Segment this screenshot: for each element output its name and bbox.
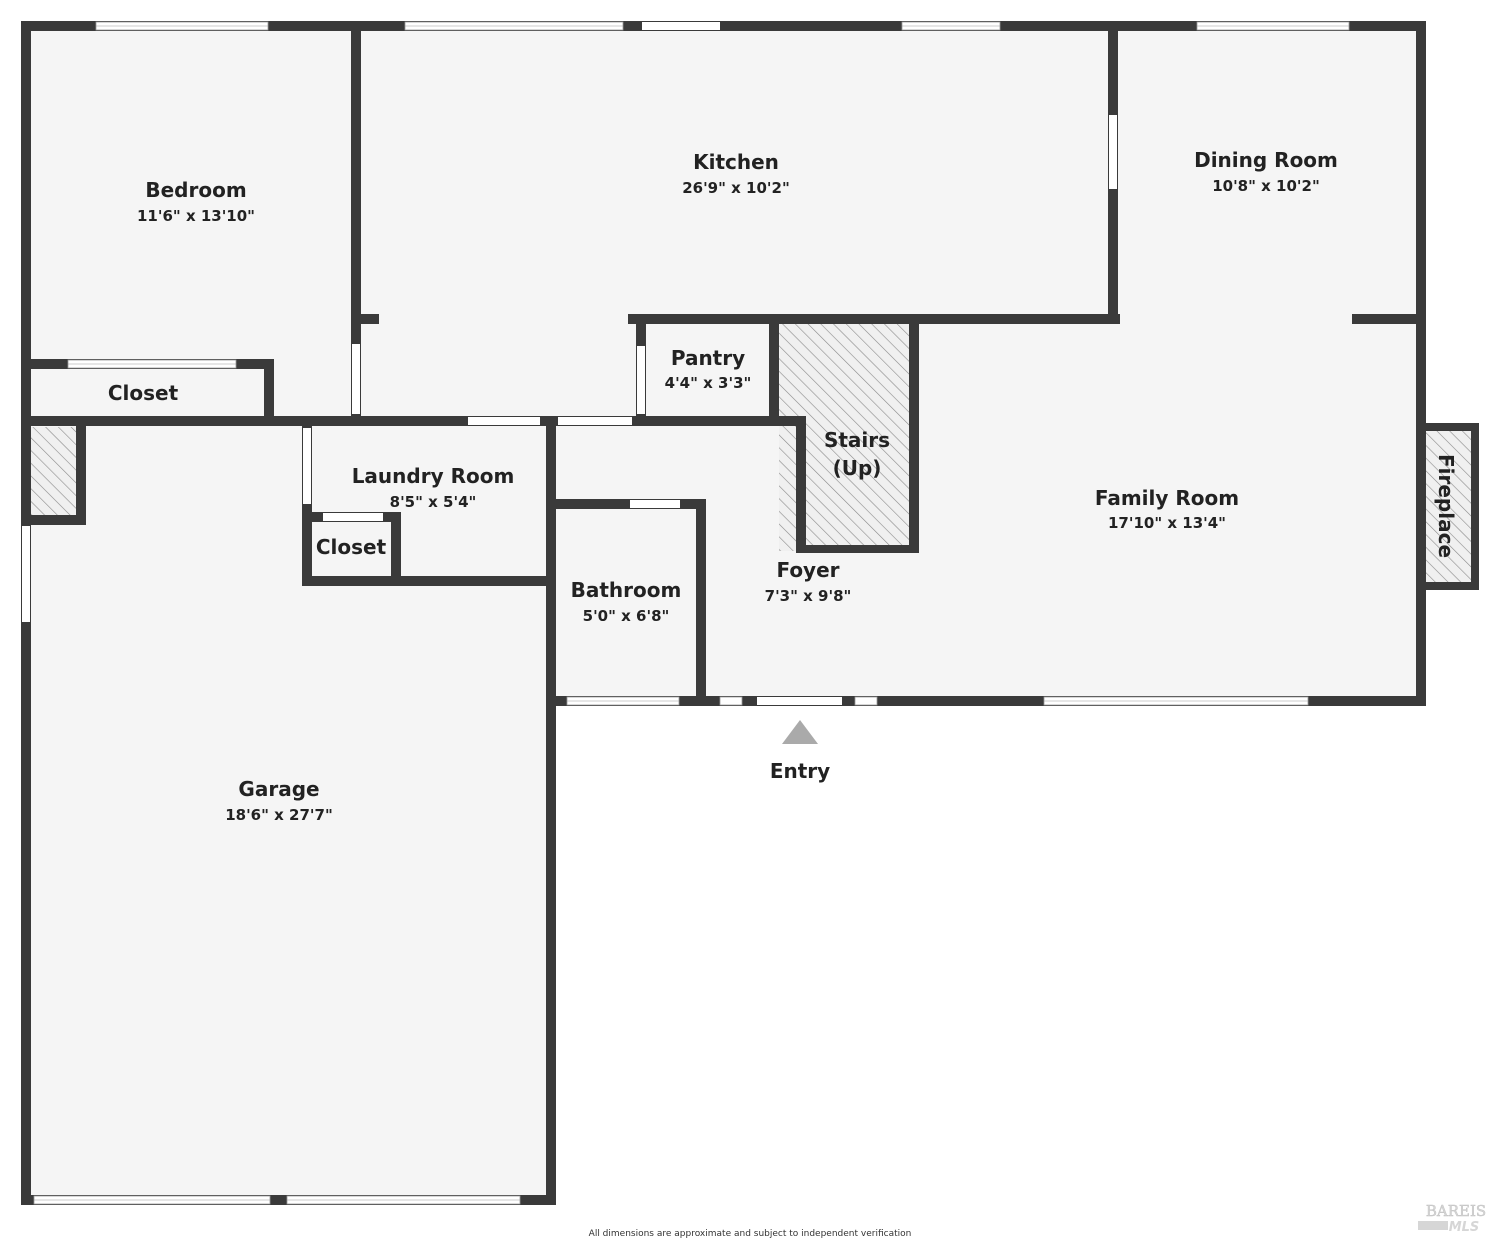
laundry-room-name: Laundry Room [352, 464, 515, 488]
wall-kitchen-bottom [628, 314, 1120, 324]
entry-door [757, 697, 842, 705]
wall-top [21, 21, 1426, 31]
wall-pantry-right [769, 314, 779, 426]
stairs-name: Stairs [824, 428, 890, 452]
foyer-family-floor [551, 421, 1420, 701]
wall-stairs-bottom [796, 545, 919, 553]
laundry-closet-name: Closet [316, 535, 387, 559]
bareis-mls-logo: BAREIS MLS [1418, 1202, 1486, 1235]
opening [468, 417, 540, 425]
logo-text: BAREIS [1426, 1202, 1486, 1220]
garage-floor [26, 421, 551, 1201]
fireplace-name: Fireplace [1434, 454, 1458, 558]
wall-dining-stub [1352, 314, 1422, 324]
wall-fireplace-bottom [1421, 582, 1479, 590]
wall-front [556, 696, 1426, 706]
opening [558, 417, 632, 425]
entry-label: Entry [770, 759, 830, 783]
opening [323, 513, 383, 521]
kitchen-dim: 26'9" x 10'2" [682, 179, 790, 197]
window-lines [34, 25, 1349, 1201]
bedroom-dim: 11'6" x 13'10" [137, 207, 255, 225]
bedroom-name: Bedroom [145, 178, 246, 202]
opening [352, 344, 360, 414]
window [719, 696, 743, 706]
family-room-name: Family Room [1095, 486, 1239, 510]
stairs-sub: (Up) [833, 456, 882, 480]
bedroom-closet-name: Closet [108, 381, 179, 405]
window [854, 696, 878, 706]
wall-laundry-closet-right [391, 512, 401, 584]
disclaimer-note: All dimensions are approximate and subje… [588, 1229, 912, 1239]
wall-fireplace-top [1421, 423, 1479, 431]
opening [22, 526, 30, 622]
garage-name: Garage [238, 777, 319, 801]
kitchen-name: Kitchen [693, 150, 779, 174]
garage-storage-hatch [30, 427, 80, 519]
wall-bedroom-kitchen [351, 26, 361, 421]
family-room-dim: 17'10" x 13'4" [1108, 514, 1226, 532]
entry-arrow-icon [782, 720, 818, 744]
dining-room-name: Dining Room [1194, 148, 1338, 172]
opening [1109, 115, 1117, 189]
wall-stairs-right [909, 314, 919, 553]
logo-text-mls: MLS [1449, 1220, 1480, 1235]
bathroom-name: Bathroom [571, 578, 682, 602]
garage-dim: 18'6" x 27'7" [225, 806, 333, 824]
wall-stairs-left [796, 416, 806, 553]
foyer-dim: 7'3" x 9'8" [765, 587, 852, 605]
room-labels: Bedroom 11'6" x 13'10" Kitchen 26'9" x 1… [108, 148, 1458, 824]
wall-middle [21, 416, 801, 426]
opening [642, 22, 720, 30]
wall-fireplace-right [1471, 423, 1479, 590]
pantry-name: Pantry [671, 346, 745, 370]
wall-storage-right [76, 421, 86, 525]
dining-room-dim: 10'8" x 10'2" [1212, 177, 1320, 195]
laundry-room-dim: 8'5" x 5'4" [390, 493, 477, 511]
foyer-name: Foyer [776, 558, 839, 582]
wall-right [1416, 21, 1426, 706]
pantry-dim: 4'4" x 3'3" [665, 374, 752, 392]
wall-bath-top [551, 499, 706, 509]
fireplace-hatch [1425, 429, 1473, 584]
wall-garage-right [546, 421, 556, 1205]
opening [637, 346, 645, 414]
wall-kitchen-stub [361, 314, 379, 324]
opening [630, 500, 680, 508]
logo-bar [1418, 1221, 1448, 1230]
upper-floor [26, 26, 1420, 421]
wall-laundry-bottom [302, 576, 551, 586]
bathroom-dim: 5'0" x 6'8" [583, 607, 670, 625]
opening [303, 428, 311, 504]
floor-areas [26, 26, 1420, 1201]
wall-bath-right [696, 499, 706, 706]
wall-closet-right [264, 359, 274, 421]
wall-storage-bottom [26, 515, 86, 525]
